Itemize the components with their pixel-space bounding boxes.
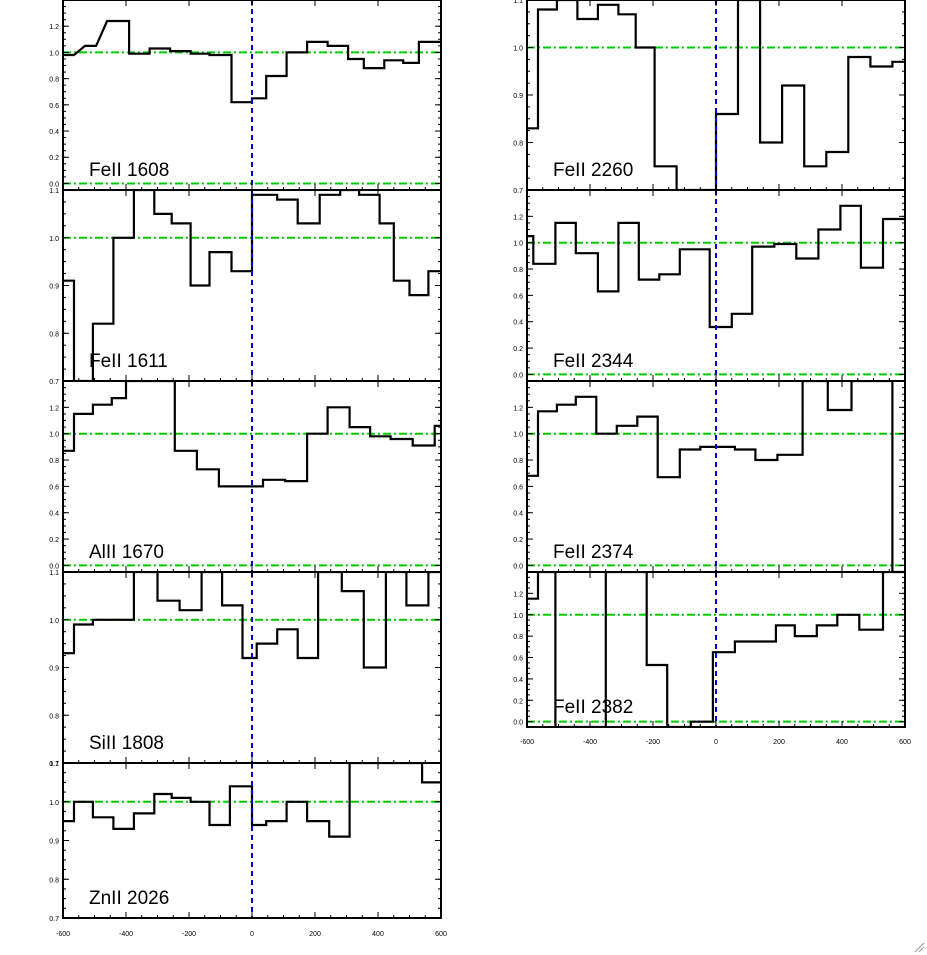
panel-label: FeII 2382	[553, 697, 633, 718]
y-tick-label: 1.0	[513, 46, 523, 53]
y-tick-label: 0.4	[49, 129, 59, 136]
spectrum-line	[527, 381, 905, 572]
spectrum-line	[63, 381, 441, 488]
y-tick-label: 0.0	[513, 563, 523, 570]
x-tick-label: -200	[182, 931, 196, 938]
y-tick-label: 0.0	[513, 372, 523, 379]
y-tick-label: 1.0	[513, 613, 523, 620]
y-tick-label: 1.0	[49, 800, 59, 807]
resize-grip-icon[interactable]	[913, 941, 925, 953]
y-tick-label: 0.8	[49, 877, 59, 884]
y-tick-label: 0.7	[49, 761, 59, 768]
y-tick-label: 0.2	[49, 155, 59, 162]
y-tick-label: 0.8	[49, 458, 59, 465]
y-tick-label: 0.7	[49, 379, 59, 386]
y-tick-label: 0.6	[513, 656, 523, 663]
x-tick-label: -400	[119, 931, 133, 938]
y-tick-label: 0.6	[513, 293, 523, 300]
y-tick-label: 0.2	[49, 537, 59, 544]
y-tick-label: 0.9	[49, 284, 59, 291]
y-tick-label: 1.2	[49, 405, 59, 412]
x-tick-label: 0	[714, 739, 718, 746]
y-tick-label: 0.8	[49, 331, 59, 338]
y-tick-label: 1.2	[513, 405, 523, 412]
y-tick-label: 0.6	[49, 103, 59, 110]
y-tick-label: 0.0	[49, 563, 59, 570]
y-tick-label: 0.4	[513, 320, 523, 327]
y-tick-label: 1.0	[49, 618, 59, 625]
x-tick-label: -600	[520, 739, 534, 746]
y-tick-label: 0.8	[513, 634, 523, 641]
y-tick-label: 1.2	[49, 24, 59, 31]
panel-label: ZnII 2026	[89, 888, 169, 909]
panel-label: FeII 2260	[553, 160, 633, 181]
y-tick-label: 0.8	[49, 713, 59, 720]
y-tick-label: 0.0	[49, 181, 59, 188]
spectrum-line	[63, 572, 441, 669]
y-tick-label: 0.9	[513, 93, 523, 100]
x-tick-label: -600	[56, 931, 70, 938]
x-tick-label: 200	[309, 931, 321, 938]
y-tick-label: 0.2	[513, 537, 523, 544]
y-tick-label: 0.4	[49, 511, 59, 518]
y-tick-label: 1.2	[513, 591, 523, 598]
x-tick-label: 0	[250, 931, 254, 938]
panel-label: SiII 1808	[89, 733, 164, 754]
panel-label: FeII 1608	[89, 160, 169, 181]
x-tick-label: -200	[646, 739, 660, 746]
y-tick-label: 0.8	[49, 77, 59, 84]
y-tick-label: 0.6	[513, 484, 523, 491]
y-tick-label: 1.0	[49, 236, 59, 243]
y-tick-label: 1.0	[49, 432, 59, 439]
y-tick-label: 0.9	[49, 839, 59, 846]
x-tick-label: 600	[899, 739, 911, 746]
y-tick-label: 0.6	[49, 484, 59, 491]
left-column-x-axis: -600 -400 -200 0 200 400 600	[56, 931, 447, 938]
y-tick-label: 0.8	[513, 267, 523, 274]
y-tick-label: 0.9	[49, 666, 59, 673]
y-tick-label: 1.0	[513, 432, 523, 439]
spectrum-line	[527, 0, 905, 190]
x-tick-label: -400	[583, 739, 597, 746]
y-tick-label: 0.4	[513, 511, 523, 518]
y-tick-label: 1.0	[49, 50, 59, 57]
y-tick-label: 0.4	[513, 677, 523, 684]
y-tick-label: 1.1	[49, 761, 59, 768]
y-tick-label: 1.1	[49, 188, 59, 195]
y-tick-label: 0.2	[513, 698, 523, 705]
panel-label: FeII 1611	[89, 351, 168, 372]
x-tick-label: 600	[435, 931, 447, 938]
y-tick-label: 0.0	[513, 720, 523, 727]
y-tick-label: 1.1	[49, 570, 59, 577]
x-tick-label: 400	[836, 739, 848, 746]
x-tick-label: 200	[773, 739, 785, 746]
panel-label: FeII 2344	[553, 351, 634, 372]
spectrum-line	[527, 572, 905, 727]
x-tick-label: 400	[372, 931, 384, 938]
spectrum-line	[63, 19, 441, 104]
y-tick-label: 0.2	[513, 346, 523, 353]
panel-label: AlII 1670	[89, 542, 164, 563]
spectrum-line	[527, 204, 905, 329]
y-tick-label: 1.0	[513, 241, 523, 248]
y-tick-label: 0.7	[49, 916, 59, 923]
y-tick-label: 0.8	[513, 141, 523, 148]
y-tick-label: 0.7	[513, 188, 523, 195]
y-tick-label: 1.1	[513, 0, 523, 5]
spectrum-line	[63, 763, 441, 838]
y-tick-label: 0.8	[513, 458, 523, 465]
y-tick-label: 1.2	[513, 214, 523, 221]
panel-label: FeII 2374	[553, 542, 634, 563]
